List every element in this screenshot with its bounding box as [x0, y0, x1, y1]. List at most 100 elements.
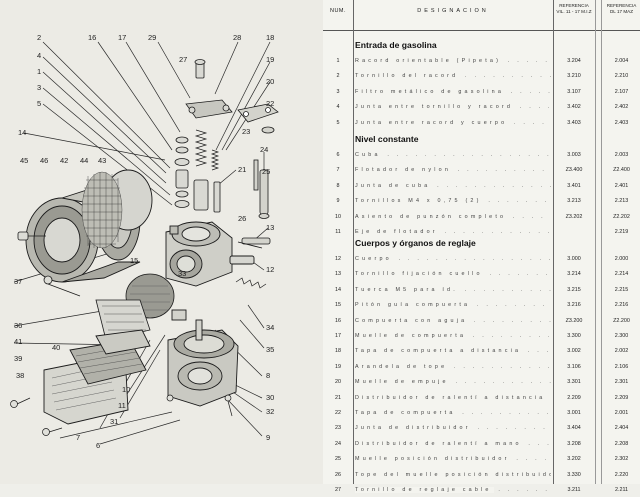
- callout-31: 31: [110, 417, 118, 426]
- column-divider: [601, 0, 602, 484]
- ref-dl: 2.214: [614, 271, 629, 278]
- ref-dl: 2.107: [614, 88, 629, 95]
- table-row: 23 Junta de distribuidor . . . . . . . . …: [323, 423, 640, 435]
- callout-26: 26: [238, 214, 246, 223]
- part-desc: Tapa de compuerta a distancia . . . . . …: [355, 348, 551, 355]
- part-desc: Racord orientable (Pipeta) . . . . . . .…: [355, 58, 551, 64]
- part-desc: Cuerpo . . . . . . . . . . . . . . . . .…: [355, 256, 551, 262]
- part-desc: Filtro metálico de gasolina . . . . . . …: [355, 88, 551, 95]
- callout-14: 14: [18, 128, 26, 137]
- ref-vil: 3.106: [567, 363, 581, 370]
- callout-45: 45: [20, 156, 28, 165]
- callout-22: 22: [266, 99, 274, 108]
- part-desc: Muelle posición distribuidor . . . . . .…: [355, 456, 551, 463]
- table-row: 16 Compuerta con aguja . . . . . . . . . …: [323, 316, 640, 328]
- part-num: 9: [336, 198, 340, 205]
- part-num: 2: [336, 73, 340, 80]
- ref-vil: 3.404: [567, 425, 581, 432]
- ref-vil: 3.216: [567, 302, 581, 309]
- part-desc: Junta de cuba . . . . . . . . . . . . . …: [355, 182, 551, 189]
- callout-28: 28: [233, 33, 241, 42]
- part-desc: Compuerta con aguja . . . . . . . . . . …: [355, 317, 551, 324]
- part-desc: Tapa de compuerta . . . . . . . . . . . …: [355, 410, 551, 416]
- ref-vil: 3.401: [567, 182, 581, 189]
- ref-vil: 3.202: [567, 456, 581, 463]
- ref-dl: Z2.202: [613, 213, 630, 220]
- callout-19: 19: [266, 55, 274, 64]
- column-divider: [353, 0, 354, 484]
- ref-dl: 2.003: [614, 152, 629, 158]
- ref-dl: 2.000: [614, 256, 629, 262]
- callout-12: 12: [266, 265, 274, 274]
- callout-35: 35: [266, 345, 274, 354]
- part-num: 12: [335, 256, 341, 262]
- part-num: 5: [336, 119, 340, 126]
- part-num: 6: [336, 152, 340, 158]
- callout-15: 15: [130, 256, 138, 265]
- callout-7: 7: [76, 433, 80, 442]
- ref-vil: 3.107: [567, 88, 581, 95]
- part-num: 7: [336, 167, 340, 174]
- callout-25: 25: [262, 167, 270, 176]
- ref-dl: 2.004: [614, 58, 629, 64]
- table-row: 12 Cuerpo . . . . . . . . . . . . . . . .…: [323, 254, 640, 266]
- part-desc: Asiento de punzón completo . . . . . . .…: [355, 213, 551, 220]
- ref-vil: 3.300: [567, 333, 581, 339]
- ref-dl: 2.209: [614, 394, 629, 401]
- ref-vil: 3.301: [567, 379, 581, 386]
- callout-29: 29: [148, 33, 156, 42]
- ref-dl: 2.210: [614, 73, 629, 80]
- part-num: 20: [335, 379, 341, 386]
- ref-vil: Z3.400: [565, 167, 583, 174]
- callout-39: 39: [14, 354, 22, 363]
- callout-36: 36: [14, 321, 22, 330]
- ref-vil: Z3.200: [565, 317, 583, 324]
- callout-21: 21: [238, 165, 246, 174]
- callout-6: 6: [96, 441, 100, 450]
- part-num: 16: [335, 317, 341, 324]
- header-num: NUM.: [329, 8, 347, 14]
- callout-33: 33: [178, 269, 186, 278]
- ref-vil: 3.001: [567, 410, 581, 416]
- part-desc: Tornillos M4 x 0,75 (2) . . . . . . . . …: [355, 198, 551, 205]
- callout-37: 37: [14, 277, 22, 286]
- header-designacion: DESIGNACION: [417, 8, 489, 14]
- diagram-callouts: 2 16 17 29 28 18 4 27 19 1 3 20 5 22 23 …: [14, 33, 274, 450]
- part-num: 21: [335, 394, 341, 401]
- ref-vil: 3.002: [567, 348, 581, 355]
- ref-vil: 3.208: [567, 440, 581, 447]
- callout-16: 16: [88, 33, 96, 42]
- part-num: 23: [335, 425, 341, 432]
- callout-34: 34: [266, 323, 274, 332]
- part-num: 14: [335, 286, 341, 293]
- ref-dl: Z2.200: [613, 317, 630, 324]
- callout-44: 44: [80, 156, 88, 165]
- part-desc: Tuerca M5 para íd. . . . . . . . . . . .…: [355, 286, 551, 293]
- table-row: 14 Tuerca M5 para íd. . . . . . . . . . .…: [323, 285, 640, 297]
- section-title: Nivel constante: [355, 134, 419, 144]
- ref-dl: 2.213: [614, 198, 629, 205]
- callout-46: 46: [40, 156, 48, 165]
- part-desc: Junta de distribuidor . . . . . . . . . …: [355, 425, 551, 432]
- ref-dl: 2.402: [614, 104, 629, 111]
- part-desc: Muelle de empuje . . . . . . . . . . . .…: [355, 379, 551, 386]
- ref-vil: 3.000: [567, 256, 581, 262]
- ref-dl: 2.215: [614, 286, 629, 293]
- part-desc: Tope del muelle posición distribuidor ra…: [355, 471, 551, 478]
- part-num: 24: [335, 440, 341, 447]
- ref-dl: 2.404: [614, 425, 629, 432]
- part-desc: Junta entre racord y cuerpo . . . . . . …: [355, 119, 551, 126]
- part-num: 13: [335, 271, 341, 278]
- ref-dl: 2.106: [614, 363, 629, 370]
- ref-vil: 3.213: [567, 198, 581, 205]
- ref-dl: 2.401: [614, 182, 629, 189]
